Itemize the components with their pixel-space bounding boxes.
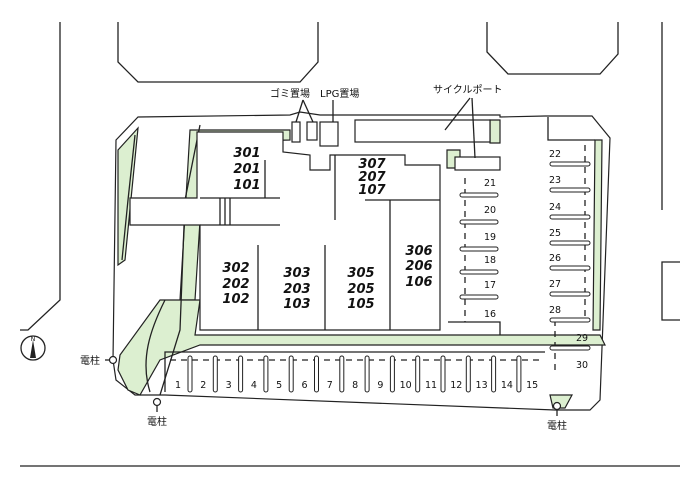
parking-space-number: 15 (526, 380, 538, 391)
parking-divider (549, 161, 591, 167)
parking-divider (549, 345, 591, 351)
unit-label-line: 305 (347, 266, 374, 281)
unit-label-line: 301 (233, 146, 260, 161)
utility-pole-icon (108, 355, 118, 365)
parking-divider (549, 291, 591, 297)
parking-divider (212, 355, 218, 393)
unit-label-line: 105 (347, 297, 374, 312)
parking-divider (549, 317, 591, 323)
unit-label-line: 103 (283, 297, 310, 312)
unit-label-line: 205 (347, 282, 374, 297)
parking-divider (187, 355, 193, 393)
unit-label-line: 206 (405, 259, 432, 274)
parking-lot-edge (547, 117, 595, 141)
parking-space-number: 30 (576, 360, 588, 371)
parking-divider (459, 246, 499, 252)
parking-space-number: 20 (484, 205, 496, 216)
unit-labels: 301 201 101 307 207 107 302 202 102 303 … (222, 146, 432, 312)
parking-divider (459, 192, 499, 198)
parking-divider (440, 355, 446, 393)
parking-space-number: 22 (549, 149, 561, 160)
parking-divider (465, 355, 471, 393)
unit-label-line: 107 (358, 183, 386, 198)
parking-space-number: 13 (476, 380, 488, 391)
parking-space-number: 28 (549, 305, 561, 316)
parking-divider (364, 355, 370, 393)
parking-space-number: 5 (276, 380, 282, 391)
utility-pole-label: 電柱 (547, 419, 567, 432)
parking-divider (263, 355, 269, 393)
facilities (291, 97, 501, 171)
unit-label-line: 303 (283, 266, 310, 281)
surrounding-blocks (20, 22, 680, 467)
unit-label-line: 306 (405, 244, 432, 259)
parking-space-number: 9 (377, 380, 383, 391)
cycle-port-label: サイクルポート (433, 84, 503, 96)
parking-space-number: 3 (226, 380, 232, 391)
parking-space-number: 2 (200, 380, 206, 391)
parking-space-number: 14 (501, 380, 513, 391)
parking-space-number: 17 (484, 280, 496, 291)
utility-pole-icon (552, 401, 562, 411)
unit-label-line: 203 (283, 282, 310, 297)
parking-space-number: 27 (549, 279, 561, 290)
unit-label-line: 302 (222, 261, 249, 276)
unit-label-line: 102 (222, 292, 249, 307)
parking-space-number: 16 (484, 309, 496, 320)
unit-label-line: 101 (233, 178, 260, 193)
unit-label-line: 202 (222, 277, 249, 292)
parking-space-number: 18 (484, 255, 496, 266)
parking-lot-edge (448, 321, 501, 335)
utility-pole-label: 電柱 (147, 415, 167, 428)
parking-divider (549, 214, 591, 220)
walkways (121, 124, 201, 396)
north-arrow-icon: N (20, 335, 46, 361)
utility-poles: 電柱 電柱 電柱 (80, 354, 567, 432)
parking-divider (314, 355, 319, 393)
parking-divider (389, 355, 395, 393)
north-label: N (31, 336, 36, 343)
parking-space-number: 25 (549, 228, 561, 239)
parking-space-number: 12 (450, 380, 462, 391)
unit-label-line: 307 (358, 157, 386, 172)
unit-label-line: 106 (405, 275, 432, 290)
parking-space-number: 29 (576, 333, 588, 344)
unit-label-line: 201 (233, 162, 260, 177)
parking-divider (339, 355, 345, 393)
parking-divider (549, 240, 591, 246)
parking-lot-edge (164, 351, 545, 392)
unit-label-line: 207 (358, 170, 386, 185)
parking-space-number: 7 (327, 380, 333, 391)
parking-divider (549, 187, 591, 193)
parking-divider (415, 355, 421, 393)
parking-space-number: 6 (301, 380, 307, 391)
parking-space-number: 23 (549, 175, 561, 186)
utility-pole-label: 電柱 (80, 354, 100, 367)
parking-space-number: 24 (549, 202, 561, 213)
parking-space-number: 10 (400, 380, 412, 391)
lpg-area-label: LPG置場 (320, 87, 359, 100)
parking-space-number: 19 (484, 232, 496, 243)
parking-space-number: 1 (175, 380, 181, 391)
parking-divider (549, 265, 591, 271)
parking-space-number: 8 (352, 380, 358, 391)
parking-space-number: 21 (484, 178, 496, 189)
parking-divider (459, 269, 499, 275)
parking-divider (459, 294, 499, 300)
garbage-area-label: ゴミ置場 (270, 87, 310, 100)
parking-divider (238, 355, 244, 393)
utility-pole-icon (152, 397, 162, 407)
parking-divider (459, 219, 499, 225)
parking-divider (491, 355, 497, 393)
building (129, 131, 441, 331)
parking-space-number: 11 (425, 380, 437, 391)
parking-space-number: 26 (549, 253, 561, 264)
parking-space-number: 4 (251, 380, 257, 391)
parking-divider (288, 355, 294, 393)
parking-divider (516, 355, 522, 393)
